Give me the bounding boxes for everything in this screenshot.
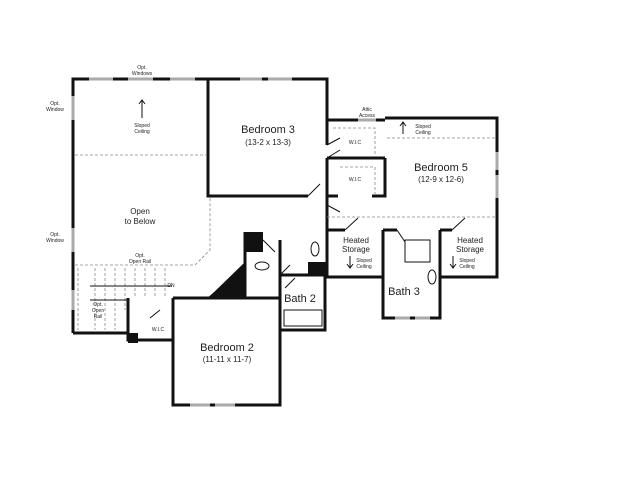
bedroom-3-label: Bedroom 3: [241, 124, 295, 136]
heated-storage-right: Heated: [457, 236, 483, 245]
sloped-ceiling-bed5-2: Ceiling: [415, 130, 431, 136]
arrow-down-icon: [346, 256, 354, 269]
opt-open-rail-stair-2: Open: [92, 308, 104, 314]
bedroom-3-size: (13-2 x 13-3): [245, 138, 291, 147]
opt-open-rail-stair-3: Rail: [94, 314, 103, 320]
bath-2-label: Bath 2: [284, 293, 316, 305]
doors[interactable]: [149, 137, 466, 319]
opt-windows-label: Opt.: [137, 65, 146, 71]
heated-storage-left: Heated: [343, 236, 369, 245]
sloped-ceiling-storage-right: Sloped: [459, 258, 475, 264]
open-to-below-label: Open: [130, 207, 150, 216]
sloped-ceiling-bed5: Sloped: [415, 124, 431, 130]
opt-window-top-label: Opt.: [50, 101, 59, 107]
attic-access-label: Attic: [362, 107, 372, 113]
wic-bedroom5: W.I.C: [349, 177, 362, 183]
sloped-ceiling-storage-right-2: Ceiling: [459, 264, 475, 270]
bedroom-5-label: Bedroom 5: [414, 162, 468, 174]
bedroom-2-label: Bedroom 2: [200, 342, 254, 354]
stairs-down-label: DN: [167, 283, 175, 289]
sloped-ceiling-storage-left: Sloped: [356, 258, 372, 264]
opt-windows-label-2: Windows: [132, 71, 153, 77]
opt-window-top-label-2: Window: [46, 107, 64, 113]
opt-open-rail-stair: Opt.: [93, 302, 102, 308]
opt-window-bottom-label-2: Window: [46, 238, 64, 244]
bedroom-5-size: (12-9 x 12-6): [418, 175, 464, 184]
windows: [71, 77, 499, 407]
wic-bedroom2: W.I.C: [152, 327, 165, 333]
arrow-up-icon: [399, 121, 407, 134]
heated-storage-left-2: Storage: [342, 245, 371, 254]
opt-open-rail-label: Opt.: [135, 253, 144, 259]
bath-3-label: Bath 3: [388, 286, 420, 298]
opt-window-bottom-label: Opt.: [50, 232, 59, 238]
walls: [71, 77, 499, 407]
sloped-ceiling-loft-2: Ceiling: [134, 129, 150, 135]
dashed-lines: [75, 127, 497, 330]
bedroom-2-size: (11-11 x 11-7): [203, 355, 252, 364]
opt-open-rail-label-2: Open Rail: [129, 259, 151, 265]
arrow-up-icon: [138, 99, 146, 118]
attic-access-label-2: Access: [359, 113, 376, 119]
open-to-below-label-2: to Below: [125, 217, 156, 226]
wic-bedroom3: W.I.C: [349, 140, 362, 146]
heated-storage-right-2: Storage: [456, 245, 485, 254]
sloped-ceiling-storage-left-2: Ceiling: [356, 264, 372, 270]
arrow-down-icon: [449, 256, 457, 269]
sloped-ceiling-loft: Sloped: [134, 123, 150, 129]
